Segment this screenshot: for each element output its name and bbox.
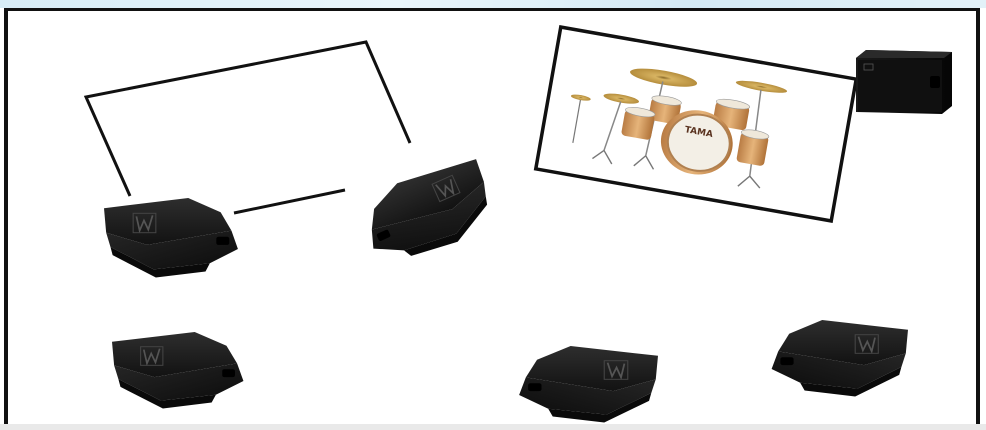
- wedge-monitor-4-icon[interactable]: [519, 346, 658, 422]
- drum-kit-icon[interactable]: TAMA: [536, 27, 856, 221]
- wedge-monitor-3-icon[interactable]: [112, 332, 243, 408]
- cable-line-link: [234, 190, 345, 213]
- wedge-monitor-1-icon[interactable]: [104, 198, 238, 278]
- cable-line-top: [86, 42, 410, 196]
- subwoofer-icon[interactable]: [856, 50, 952, 114]
- wedge-monitor-5-icon[interactable]: [772, 320, 908, 396]
- wedge-monitor-2-icon[interactable]: [353, 150, 504, 274]
